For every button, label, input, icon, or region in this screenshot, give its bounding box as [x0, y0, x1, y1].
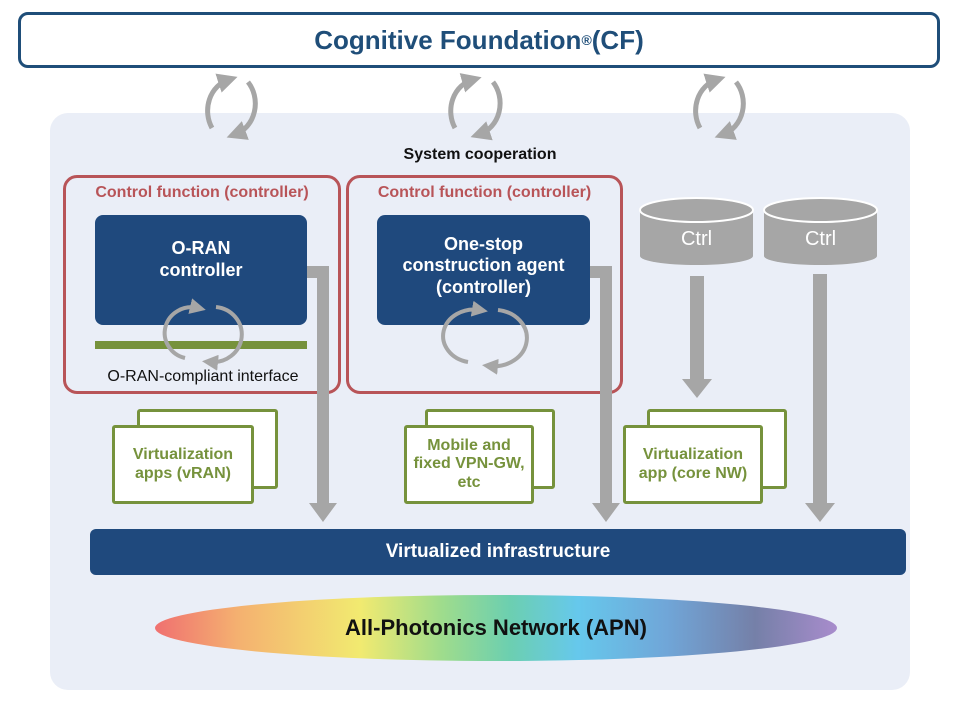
- app-core-nw: Virtualization app (core NW): [623, 425, 763, 504]
- cognitive-foundation-box: Cognitive Foundation® (CF): [18, 12, 940, 68]
- control-function-label: Control function (controller): [377, 184, 592, 201]
- arrow-head: [805, 503, 835, 522]
- cf-title: Cognitive Foundation: [314, 24, 582, 55]
- onestop-agent-label: One-stop construction agent (controller): [402, 233, 565, 297]
- all-photonics-network-ellipse: All-Photonics Network (APN): [155, 595, 837, 661]
- oran-interface-bar: [95, 341, 307, 349]
- app-vran-label: Virtualization apps (vRAN): [132, 446, 234, 482]
- registered-mark: ®: [581, 32, 592, 48]
- ctrl-database-icon: [639, 197, 754, 265]
- app-core-nw-label: Virtualization app (core NW): [638, 446, 748, 482]
- connector-arrow: [307, 266, 329, 505]
- control-function-label: Control function (controller): [95, 184, 309, 201]
- virtualized-infrastructure-bar: Virtualized infrastructure: [90, 529, 906, 575]
- arrow-head: [592, 503, 620, 522]
- app-vpn-gw: Mobile and fixed VPN-GW, etc: [404, 425, 534, 504]
- app-vran: Virtualization apps (vRAN): [112, 425, 254, 504]
- infrastructure-label: Virtualized infrastructure: [385, 541, 611, 562]
- cycle-icon: [205, 73, 258, 140]
- app-vpn-gw-label: Mobile and fixed VPN-GW, etc: [413, 436, 525, 491]
- connector-arrow: [690, 276, 704, 379]
- ctrl-label: Ctrl: [680, 228, 713, 250]
- ctrl-label: Ctrl: [804, 228, 837, 250]
- cf-title-suffix: (CF): [591, 24, 644, 55]
- control-function-frame-onestop: Control function (controller): [346, 175, 623, 394]
- oran-interface-label: O-RAN-compliant interface: [107, 368, 299, 385]
- oran-controller-label: O-RAN controller: [159, 238, 243, 280]
- cycle-icon: [441, 300, 529, 375]
- arrow-head: [309, 503, 337, 522]
- apn-label: All-Photonics Network (APN): [345, 615, 647, 640]
- control-function-frame-oran: Control function (controller): [63, 175, 341, 394]
- ctrl-database-icon: [763, 197, 878, 265]
- cycle-icon: [448, 73, 503, 141]
- arrow-head: [682, 379, 712, 398]
- connector-arrow: [813, 274, 827, 505]
- cycle-icon: [162, 298, 244, 371]
- connector-arrow: [590, 266, 612, 505]
- system-cooperation-label: System cooperation: [403, 146, 557, 163]
- cycle-icon: [693, 73, 746, 140]
